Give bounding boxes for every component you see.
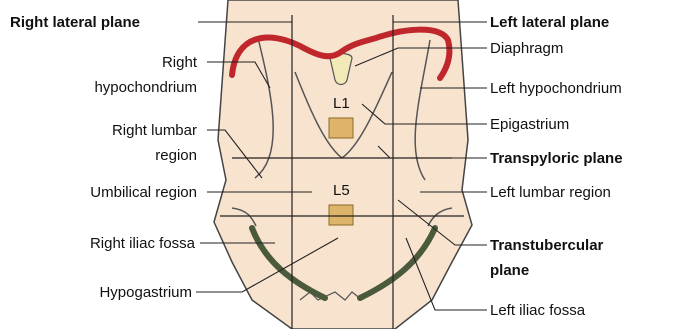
l5-vertebra: [329, 205, 353, 225]
label-right-lateral-plane: Right lateral plane: [10, 14, 140, 31]
label-right-hypochondrium-line1: Right: [162, 54, 198, 71]
label-diaphragm: Diaphragm: [490, 40, 563, 57]
l1-vertebra: [329, 118, 353, 138]
l5-label: L5: [333, 182, 350, 199]
label-transtubercular-line2: plane: [490, 262, 529, 279]
label-hypogastrium: Hypogastrium: [99, 284, 192, 301]
label-right-iliac-fossa: Right iliac fossa: [90, 235, 196, 252]
label-epigastrium: Epigastrium: [490, 116, 569, 133]
label-left-lumbar-region: Left lumbar region: [490, 184, 611, 201]
label-transtubercular-line1: Transtubercular: [490, 237, 604, 254]
label-umbilical-region: Umbilical region: [90, 184, 197, 201]
label-right-lumbar-line2: region: [155, 147, 197, 164]
label-left-iliac-fossa: Left iliac fossa: [490, 302, 586, 319]
label-left-hypochondrium: Left hypochondrium: [490, 80, 622, 97]
label-transpyloric-plane: Transpyloric plane: [490, 150, 623, 167]
label-right-hypochondrium-line2: hypochondrium: [94, 79, 197, 96]
label-left-lateral-plane: Left lateral plane: [490, 14, 609, 31]
l1-label: L1: [333, 95, 350, 112]
label-right-lumbar-line1: Right lumbar: [112, 122, 197, 139]
